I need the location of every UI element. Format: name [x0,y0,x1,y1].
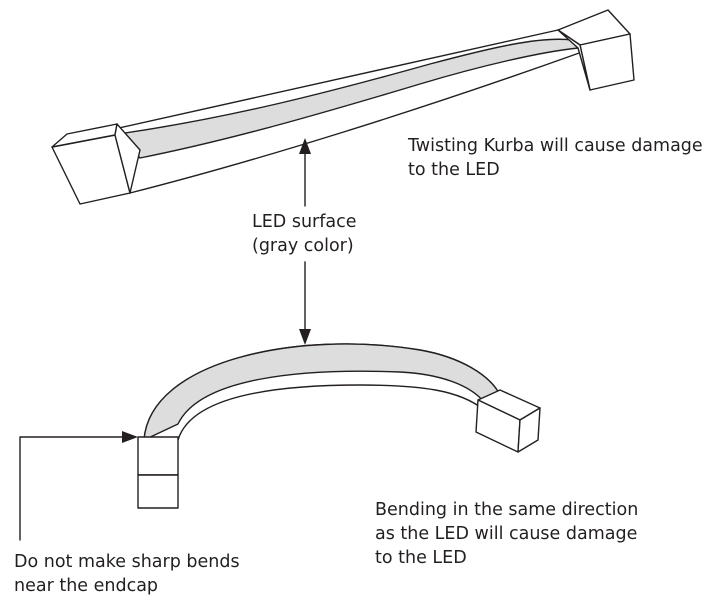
led-surface-label: LED surface (gray color) [252,210,357,258]
led-surface-arrow [299,138,311,345]
led-surface-line-2: (gray color) [252,236,354,256]
bending-warning-line-2: as the LED will cause damage [375,524,638,544]
bent-strip [143,343,501,441]
sharp-bend-warning-label: Do not make sharp bends near the endcap [14,550,240,598]
sharp-bend-leader-arrow [19,431,138,541]
sharp-bend-line-2: near the endcap [14,576,159,596]
led-surface-line-1: LED surface [252,212,357,232]
twisted-strip-right-endcap [557,9,635,91]
bent-strip-right-endcap [475,389,541,453]
twisting-warning-label: Twisting Kurba will cause damage to the … [408,134,703,182]
sharp-bend-line-1: Do not make sharp bends [14,552,240,572]
twisting-warning-line-2: to the LED [408,160,500,180]
bent-strip-left-endcap [137,436,179,509]
bending-warning-line-1: Bending in the same direction [375,500,639,520]
bending-warning-label: Bending in the same direction as the LED… [375,498,638,570]
twisted-strip-back-edge [64,29,559,141]
twisted-strip-left-endcap [51,123,141,205]
twisting-warning-line-1: Twisting Kurba will cause damage [408,136,703,156]
twisted-strip-front-edge [129,51,583,194]
bending-warning-line-3: to the LED [375,548,467,568]
